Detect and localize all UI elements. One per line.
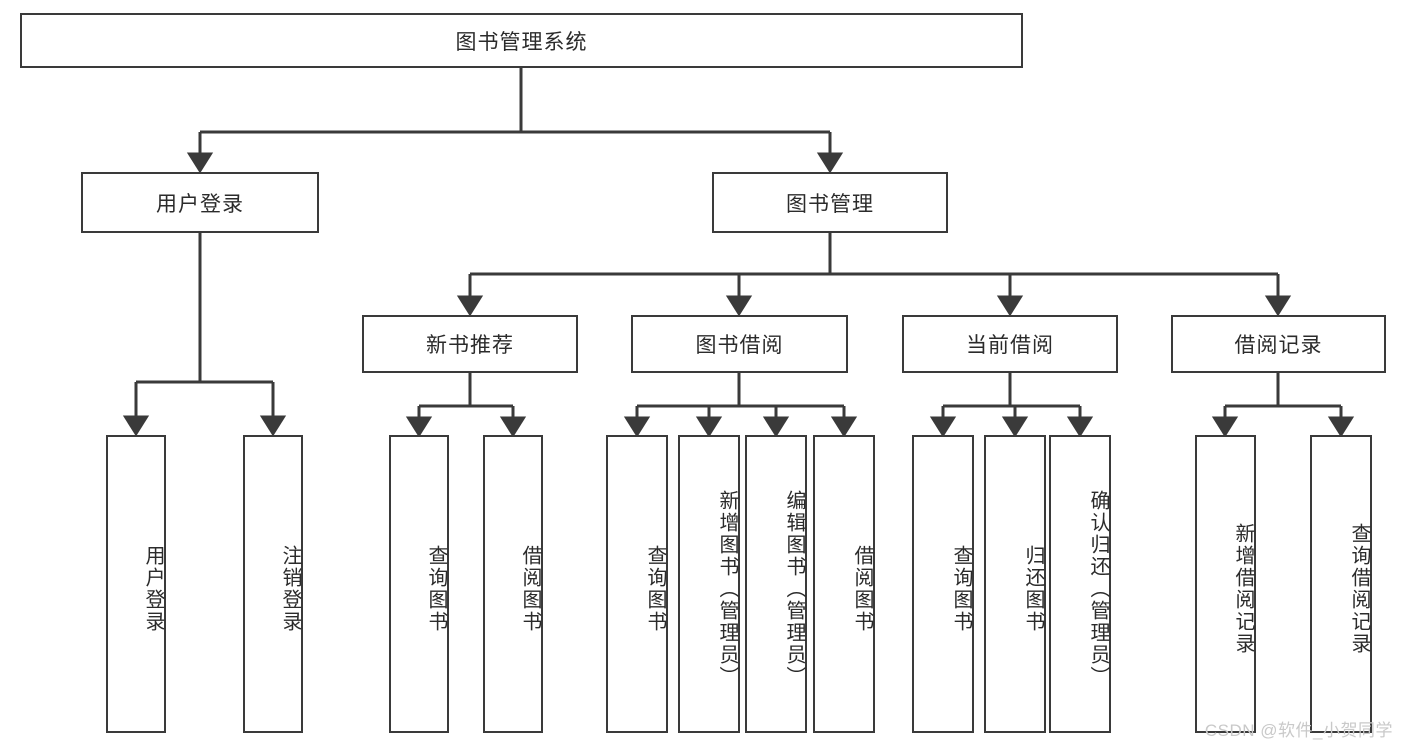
node-current-borrow[interactable]: 当前借阅 — [902, 315, 1118, 373]
leaf-query-book-cur-label: 查询图书 — [950, 545, 972, 633]
leaf-borrow-book-rec[interactable]: 借阅图书 — [483, 435, 543, 733]
leaf-query-book-rec-label: 查询图书 — [425, 545, 447, 633]
leaf-return-book[interactable]: 归还图书 — [984, 435, 1046, 733]
leaf-borrow-book-rec-label: 借阅图书 — [519, 545, 541, 633]
leaf-user-logout-label: 注销登录 — [279, 545, 301, 633]
node-current-borrow-label: 当前借阅 — [966, 334, 1054, 357]
leaf-return-book-label: 归还图书 — [1022, 545, 1044, 633]
node-book-borrow[interactable]: 图书借阅 — [631, 315, 848, 373]
leaf-user-logout[interactable]: 注销登录 — [243, 435, 303, 733]
node-book-manage-label: 图书管理 — [786, 192, 874, 216]
leaf-confirm-return[interactable]: 确认归还（管理员） — [1049, 435, 1111, 733]
node-borrow-record-label: 借阅记录 — [1234, 334, 1323, 357]
leaf-query-record-label: 查询借阅记录 — [1348, 523, 1370, 655]
leaf-edit-book-label: 编辑图书（管理员） — [783, 490, 805, 688]
leaf-user-login[interactable]: 用户登录 — [106, 435, 166, 733]
leaf-query-book-borrow[interactable]: 查询图书 — [606, 435, 668, 733]
node-new-book-rec-label: 新书推荐 — [426, 334, 514, 357]
leaf-add-record-label: 新增借阅记录 — [1232, 523, 1254, 655]
node-book-manage[interactable]: 图书管理 — [712, 172, 948, 233]
leaf-add-book-label: 新增图书（管理员） — [716, 490, 738, 688]
leaf-add-book[interactable]: 新增图书（管理员） — [678, 435, 740, 733]
node-new-book-rec[interactable]: 新书推荐 — [362, 315, 578, 373]
node-book-borrow-label: 图书借阅 — [695, 334, 784, 357]
leaf-query-record[interactable]: 查询借阅记录 — [1310, 435, 1372, 733]
leaf-query-book-borrow-label: 查询图书 — [644, 545, 666, 633]
leaf-query-book-cur[interactable]: 查询图书 — [912, 435, 974, 733]
leaf-add-record[interactable]: 新增借阅记录 — [1195, 435, 1256, 733]
leaf-edit-book[interactable]: 编辑图书（管理员） — [745, 435, 807, 733]
leaf-user-login-label: 用户登录 — [142, 545, 164, 633]
node-borrow-record[interactable]: 借阅记录 — [1171, 315, 1386, 373]
leaf-borrow-book-label: 借阅图书 — [851, 545, 873, 633]
node-root[interactable]: 图书管理系统 — [20, 13, 1023, 68]
watermark: CSDN @软件_小贺同学 — [1204, 721, 1393, 740]
leaf-query-book-rec[interactable]: 查询图书 — [389, 435, 449, 733]
leaf-confirm-return-label: 确认归还（管理员） — [1087, 490, 1109, 688]
node-user-login-label: 用户登录 — [156, 192, 244, 216]
leaf-borrow-book[interactable]: 借阅图书 — [813, 435, 875, 733]
node-root-label: 图书管理系统 — [455, 30, 588, 54]
node-user-login[interactable]: 用户登录 — [81, 172, 319, 233]
